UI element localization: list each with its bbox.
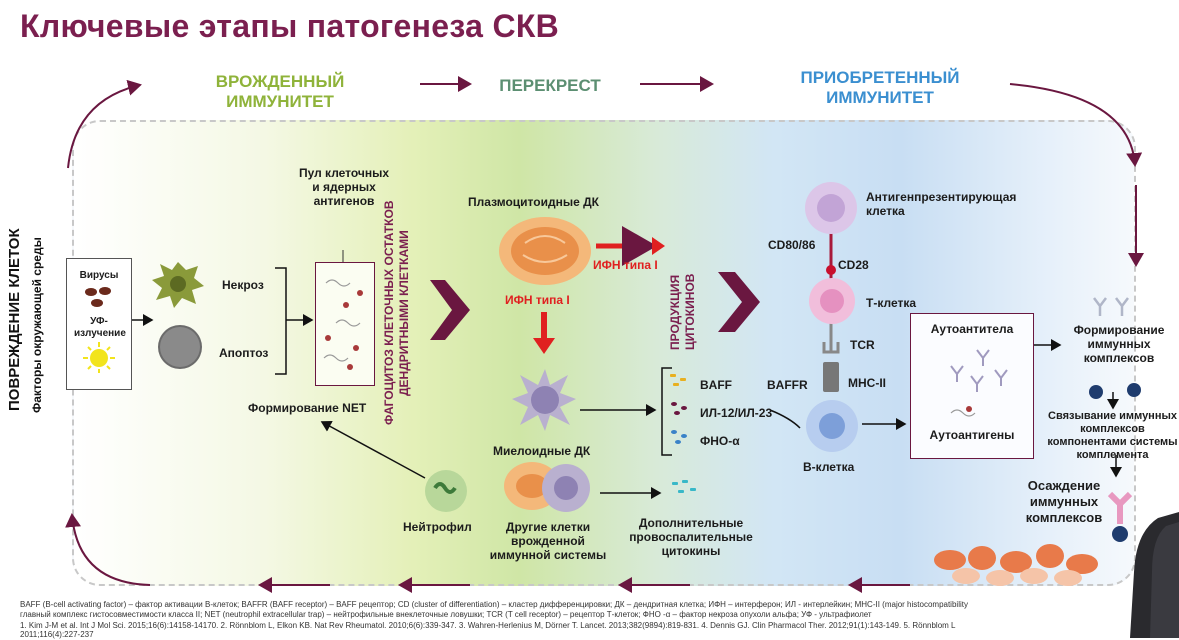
viruses-label: Вирусы [79,270,119,281]
ic-deposition-label: Осаждение иммунных комплексов [1025,478,1103,525]
cd28-label: CD28 [838,258,869,272]
apoptosis-label: Апоптоз [219,346,269,360]
ifn-label-right: ИФН типа I [593,258,658,272]
necrotic-cell-icon [152,262,204,308]
cytokine-il12-23: ИЛ-12/ИЛ-23 [700,406,773,420]
neutrophil-icon [425,470,467,512]
ic-formation-label: Формирование иммунных комплексов [1073,323,1165,365]
env-factors-label: Факторы окружающей среды [30,237,44,413]
cytokine-tnf: ФНО-α [700,434,740,448]
page-title: Ключевые этапы патогенеза СКВ [20,8,560,44]
antigen-pool-box [315,262,375,386]
cytokine-production-label: ПРОДУКЦИЯ ЦИТОКИНОВ [668,273,697,351]
apc-icon [805,182,857,234]
b-cell-label: В-клетка [803,460,855,474]
tcr-label: TCR [850,338,875,352]
footnote-line-1: BAFF (B-cell activating factor) – фактор… [20,600,968,609]
autoantibodies-label: Аутоантитела [930,322,1014,336]
net-formation-label: Формирование NET [248,401,367,415]
presenter-silhouette-icon [1130,512,1179,638]
cytokine-dots-icon [670,374,687,444]
other-innate-cells-label: Другие клетки врожденной иммунной систем… [489,520,607,562]
mhc-ii-label: MHC-II [848,376,886,390]
ifn-label-down: ИФН типа I [505,293,570,307]
phagocytosis-label: ФАГОЦИТОЗ КЛЕТОЧНЫХ ОСТАТКОВ ДЕНДРИТНЫМИ… [382,200,411,426]
complement-binding-label: Связывание иммунных комплексов компонент… [1047,410,1178,461]
virus-icon [85,287,111,307]
footnote-line-4: 2011;116(4):227-237 [20,630,94,639]
autoantigens-label: Аутоантигены [929,428,1015,442]
antigen-fragments-icon [323,279,363,370]
tissue-deposition-icon [934,491,1133,586]
b-cell-icon [806,400,858,452]
cell-damage-label: ПОВРЕЖДЕНИЕ КЛЕТОК [6,228,23,412]
extra-cytokines-label: Дополнительные провоспалительные цитокин… [629,516,753,558]
other-innate-cells-icon [504,462,590,512]
antigen-pool-label: Пул клеточных и ядерных антигенов [298,166,390,208]
autoantibody-icon [950,349,1008,392]
autoantibody-box: Аутоантитела Аутоантигены [910,313,1034,459]
phase-innate: ВРОЖДЕННЫЙ ИММУНИТЕТ [215,72,345,111]
immune-complex-icon [1093,297,1129,316]
cytokine-baff: BAFF [700,378,732,392]
extra-cytokine-dots-icon [672,480,696,493]
complement-icon [1089,383,1141,399]
t-cell-icon [809,278,855,324]
neutrophil-label: Нейтрофил [403,520,472,534]
env-factor-box: Вирусы УФ-излучение [66,258,132,390]
phase-adaptive: ПРИОБРЕТЕННЫЙ ИММУНИТЕТ [800,68,960,107]
apc-label: Антигенпрезентирующая клетка [866,190,1017,218]
plasmacytoid-dc-label: Плазмоцитоидные ДК [468,195,599,209]
plasmacytoid-dc-icon [499,217,591,285]
myeloid-dc-icon [512,369,576,431]
t-cell-label: Т-клетка [866,296,917,310]
autoantigen-icon [950,406,976,417]
necrosis-label: Некроз [222,278,264,292]
phase-crossroad: ПЕРЕКРЕСТ [499,76,601,95]
uv-label: УФ-излучение [74,316,126,339]
myeloid-dc-label: Миелоидные ДК [493,444,591,458]
cd80-86-label: CD80/86 [768,238,816,252]
apoptotic-cell-icon [158,325,202,369]
footnote-line-3: 1. Kim J-M et al. Int J Mol Sci. 2015;16… [20,621,956,630]
baffr-label: BAFFR [767,378,808,392]
footnote-line-2: главный комплекс гистосовместимости клас… [20,610,872,619]
sun-icon [83,342,115,373]
